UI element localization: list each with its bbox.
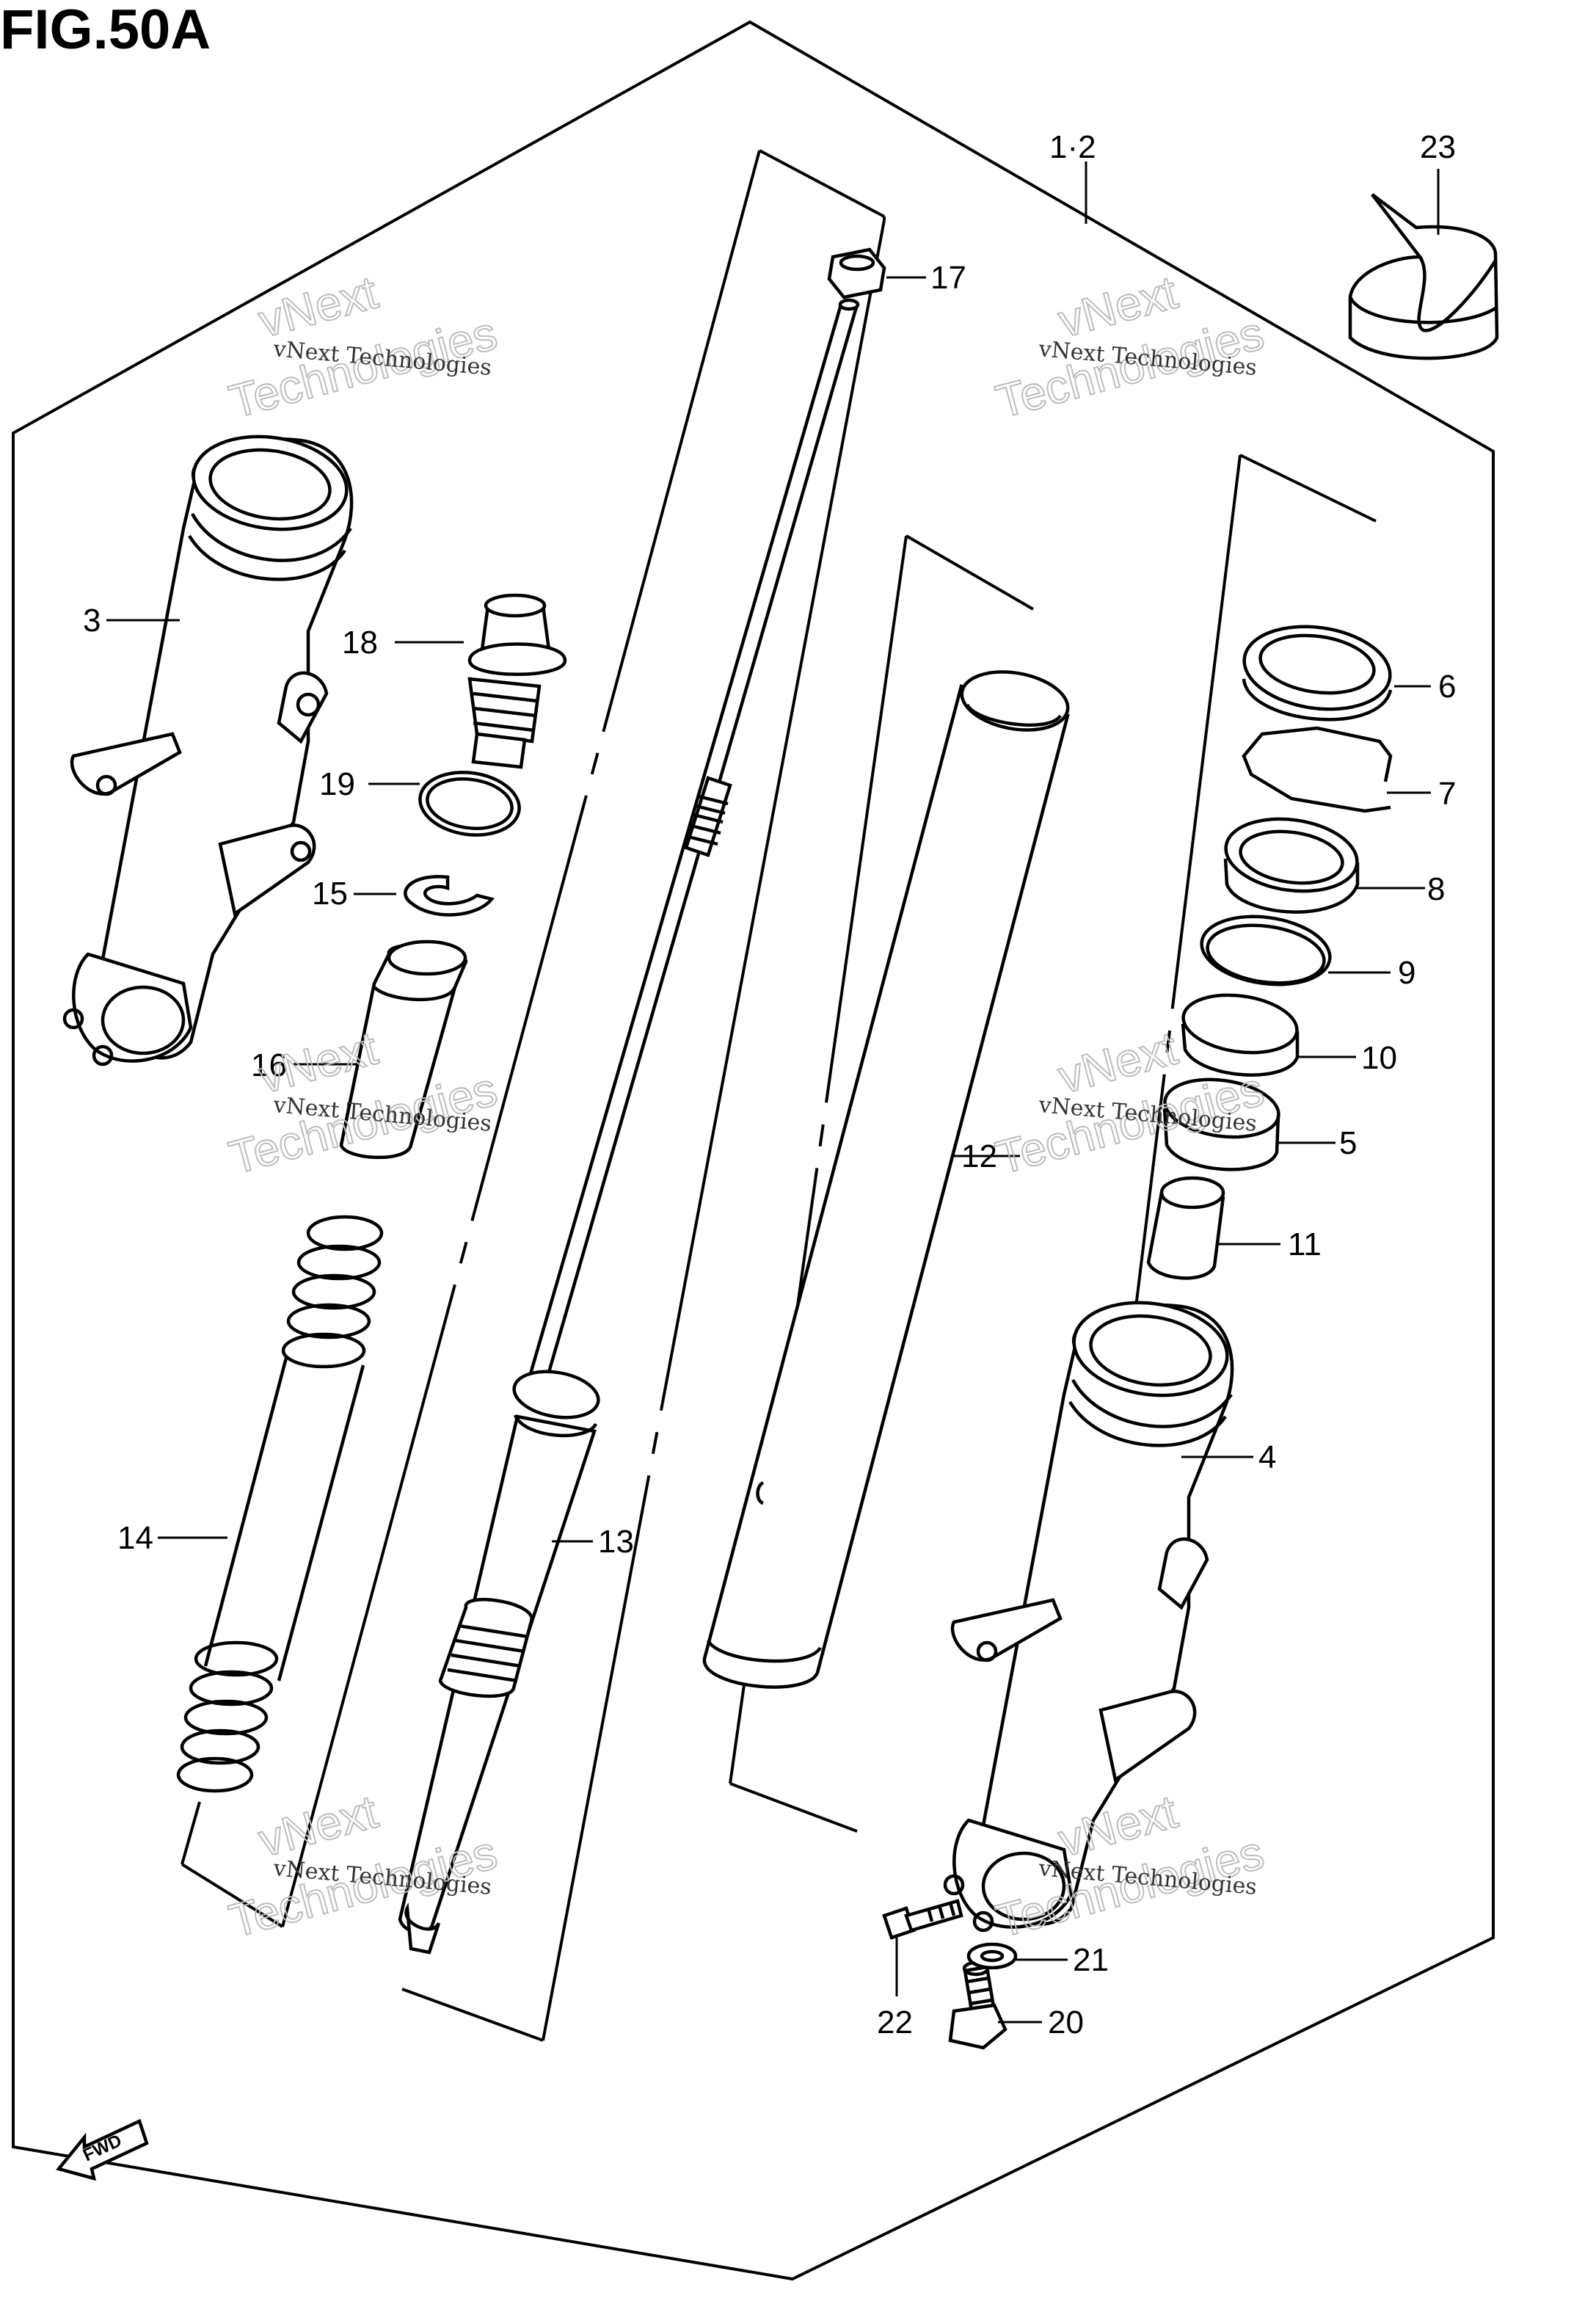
callout-5: 5: [1339, 1125, 1357, 1161]
watermark-2: vNext Technologies vNext Technologies: [990, 265, 1269, 429]
callout-12: 12: [961, 1138, 997, 1174]
watermark-1: vNext Technologies vNext Technologies: [223, 265, 503, 429]
frame-damper-rod: [181, 149, 886, 2042]
callout-18: 18: [342, 625, 378, 661]
callout-13: 13: [598, 1524, 634, 1560]
callout-19: 19: [319, 766, 355, 802]
guide-bushing: [1181, 993, 1300, 1077]
callout-9: 9: [1398, 955, 1415, 991]
outer-tube-right: [943, 1301, 1234, 1933]
fork-band: [1348, 193, 1499, 360]
callout-14: 14: [117, 1520, 153, 1556]
callout-22: 22: [877, 2004, 913, 2040]
fork-spring: [176, 1215, 384, 1793]
callout-6: 6: [1438, 669, 1456, 705]
callout-assembly: 1·2: [1049, 129, 1096, 165]
figure-title: FIG.50A: [0, 0, 211, 61]
fwd-arrow-icon: FWD: [56, 2118, 149, 2181]
callout-15: 15: [312, 876, 348, 912]
pinch-bolt: [882, 1899, 963, 1940]
callout-10: 10: [1361, 1040, 1397, 1076]
callout-3: 3: [83, 603, 101, 639]
oil-lock-piece: [1146, 1176, 1225, 1280]
callout-4: 4: [1258, 1439, 1276, 1475]
retaining-ring: [1242, 726, 1393, 813]
watermark-3: vNext Technologies vNext Technologies: [223, 1021, 503, 1185]
drain-bolt: [948, 1960, 1007, 2050]
callout-16: 16: [251, 1047, 287, 1083]
callout-21: 21: [1073, 1942, 1109, 1978]
o-ring: [418, 771, 521, 837]
outer-tube-left: [62, 435, 354, 1066]
callout-23: 23: [1420, 129, 1456, 165]
callout-11: 11: [1288, 1226, 1322, 1262]
oil-seal: [1223, 817, 1360, 914]
inner-tube: [702, 670, 1070, 1689]
seal-washer: [1200, 915, 1332, 986]
callout-17: 17: [930, 260, 966, 296]
slide-bushing: [1162, 1077, 1280, 1171]
watermark-line2a: vNext: [253, 266, 383, 348]
dust-seal: [1242, 625, 1393, 721]
cap-bolt: [467, 593, 567, 769]
callout-7: 7: [1438, 776, 1456, 812]
callout-8: 8: [1427, 871, 1445, 907]
callout-20: 20: [1048, 2004, 1084, 2040]
gasket: [966, 1942, 1018, 1970]
damper-rod: [398, 298, 860, 1955]
circlip: [404, 875, 495, 917]
assembly-boundary: [12, 20, 1495, 2281]
lock-nut: [827, 247, 886, 299]
spacer: [339, 939, 468, 1160]
frame-spring: [181, 1801, 201, 1865]
